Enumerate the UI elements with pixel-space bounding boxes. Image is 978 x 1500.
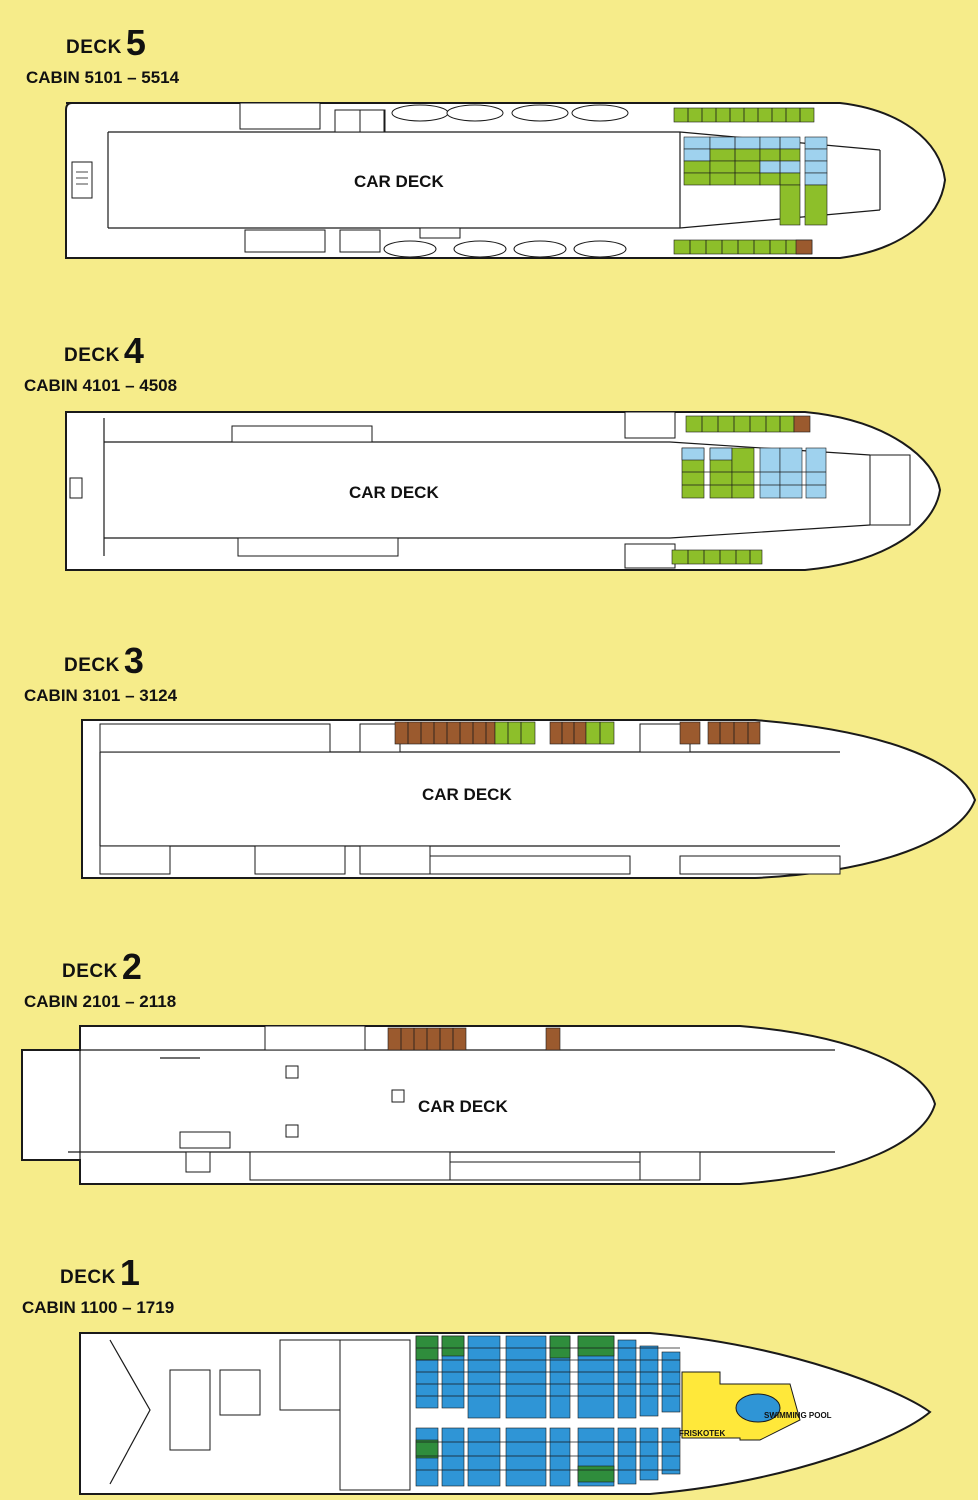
deck-4-cabins: [671, 415, 827, 565]
deck-4-cabin-range: CABIN 4101 – 4508: [24, 376, 178, 395]
deck-1-cabins: [415, 1335, 681, 1487]
deck-1-plan: FRISKOTEK SWIMMING POOL: [79, 1332, 932, 1495]
deck-2-plan: CAR DECK: [21, 1025, 937, 1185]
deck-4-area-label: CAR DECK: [349, 483, 439, 502]
deck-3-cabins: [394, 721, 761, 745]
deck-2-area-label: CAR DECK: [418, 1097, 508, 1116]
deck-1-cabin-range: CABIN 1100 – 1719: [22, 1298, 175, 1317]
deck-5-lifeboats-bottom: [244, 227, 627, 258]
deck-1-swimming-pool: SWIMMING POOL: [735, 1393, 832, 1423]
deck-4-plan: CAR DECK: [65, 411, 942, 571]
swimming-pool-label: SWIMMING POOL: [764, 1411, 832, 1420]
deck-5-cabins: [673, 107, 828, 255]
deck-5-plan: CAR DECK: [65, 102, 947, 259]
deck-2-cabins: [387, 1027, 561, 1051]
deck-2-cabin-range: CABIN 2101 – 2118: [24, 992, 177, 1011]
deck-3-cabin-range: CABIN 3101 – 3124: [24, 686, 178, 705]
deck-5-area-label: CAR DECK: [354, 172, 444, 191]
deck-5-cabin-range: CABIN 5101 – 5514: [26, 68, 180, 87]
deck-3-area-label: CAR DECK: [422, 785, 512, 804]
deck-5-lifeboats-top: [239, 102, 629, 133]
friskotek-label: FRISKOTEK: [679, 1429, 725, 1438]
deck-3-plan: CAR DECK: [81, 719, 977, 879]
